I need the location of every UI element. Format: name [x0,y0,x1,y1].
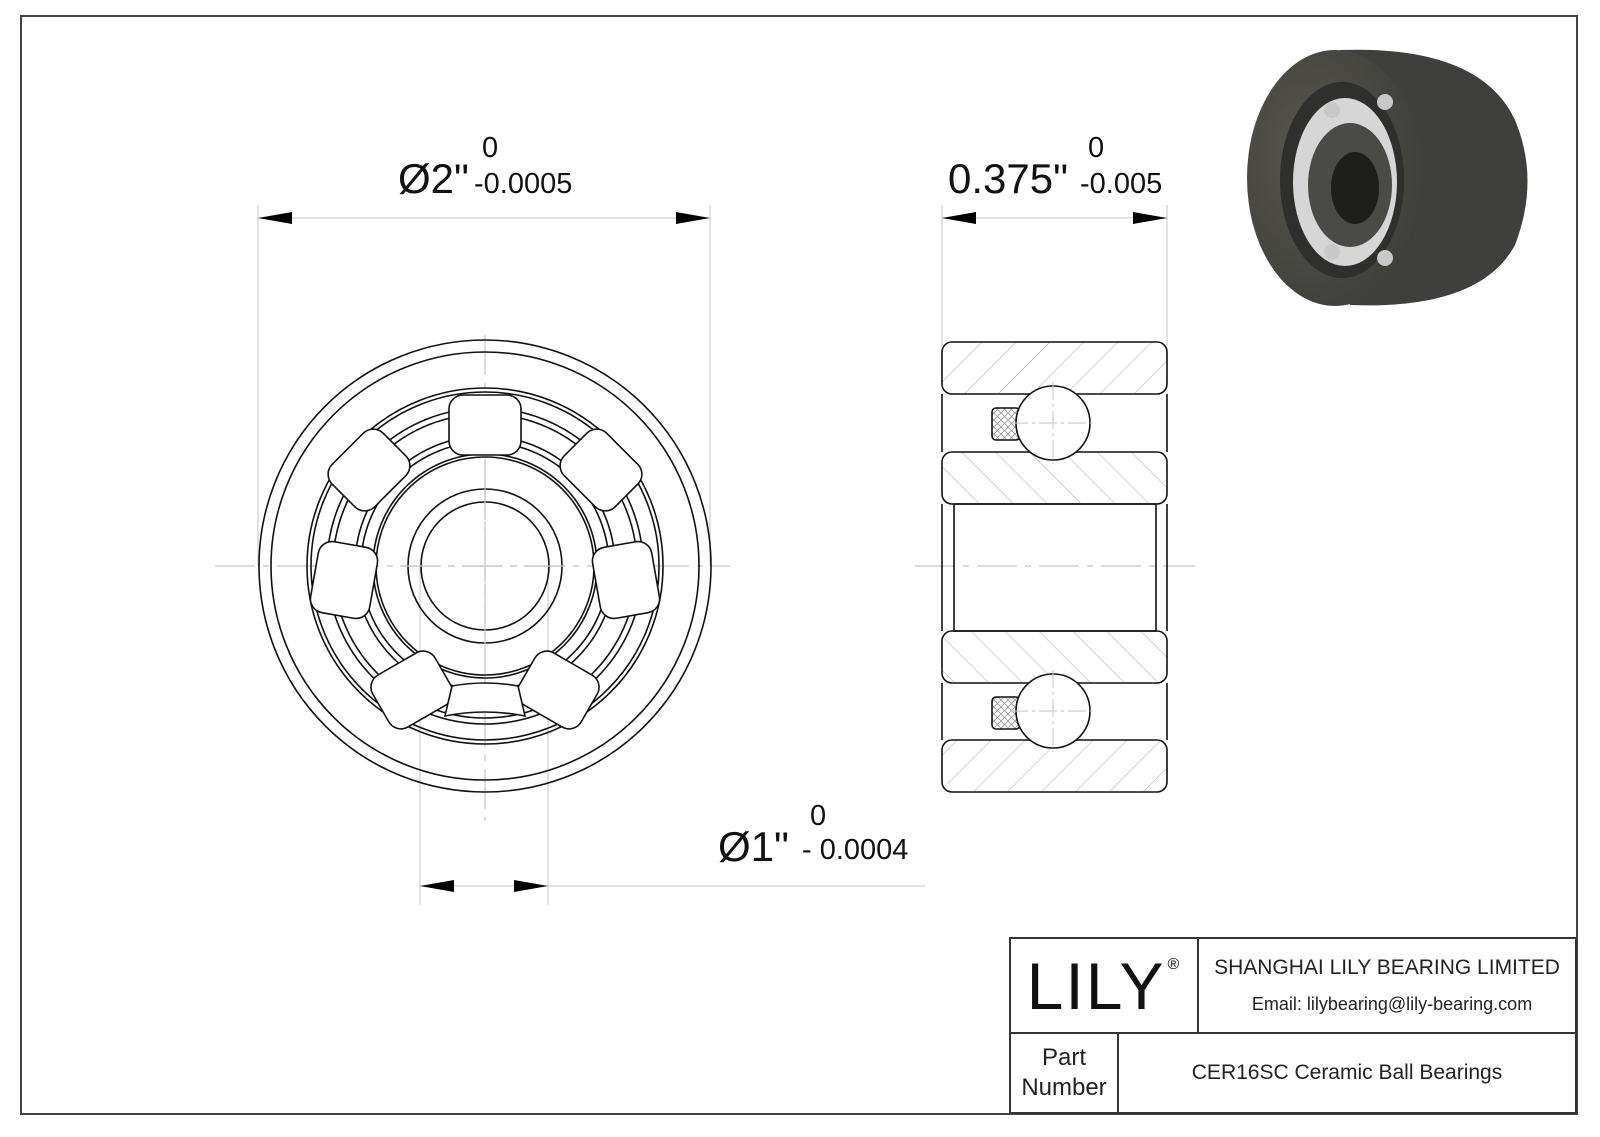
width-value: 0.375" [948,155,1069,202]
company-email: Email: lilybearing@lily-bearing.com [1251,994,1533,1014]
width-upper-tolerance: 0 [1088,132,1105,164]
bore-lower-tolerance: - 0.0004 [802,834,909,866]
title-block: LILY® SHANGHAI LILY BEARING LIMITED Emai… [1009,937,1577,1114]
od-value: Ø2" [398,155,469,202]
sheet-border [20,15,1578,1115]
od-dimension-line [258,212,710,224]
logo-cell: LILY® [1011,939,1199,1034]
registered-mark: ® [1167,955,1182,973]
bearing-3d-render [1247,49,1528,306]
number-label: Number [1021,1074,1107,1101]
bore-dimension-label: Ø1" 0 - 0.0004 [718,802,908,870]
part-label-cell: Part Number [1011,1034,1119,1112]
front-view [215,205,730,905]
od-dimension-label: Ø2" 0 -0.0005 [398,134,572,202]
section-view [915,205,1195,793]
od-lower-tolerance: -0.0005 [474,168,573,200]
bore-upper-tolerance: 0 [810,800,827,832]
part-label: Part [1041,1044,1086,1071]
company-name: SHANGHAI LILY BEARING LIMITED [1214,956,1560,979]
company-cell: SHANGHAI LILY BEARING LIMITED Email: lil… [1199,939,1575,1034]
part-number: CER16SC Ceramic Ball Bearings [1191,1061,1503,1084]
od-upper-tolerance: 0 [482,132,499,164]
part-number-cell: CER16SC Ceramic Ball Bearings [1119,1034,1575,1112]
bore-dimension-line [420,880,925,892]
width-dimension-label: 0.375" 0 -0.005 [948,134,1162,202]
bore-value: Ø1" [718,823,789,870]
lily-logo: LILY® [1026,948,1182,1023]
width-lower-tolerance: -0.005 [1080,168,1163,200]
